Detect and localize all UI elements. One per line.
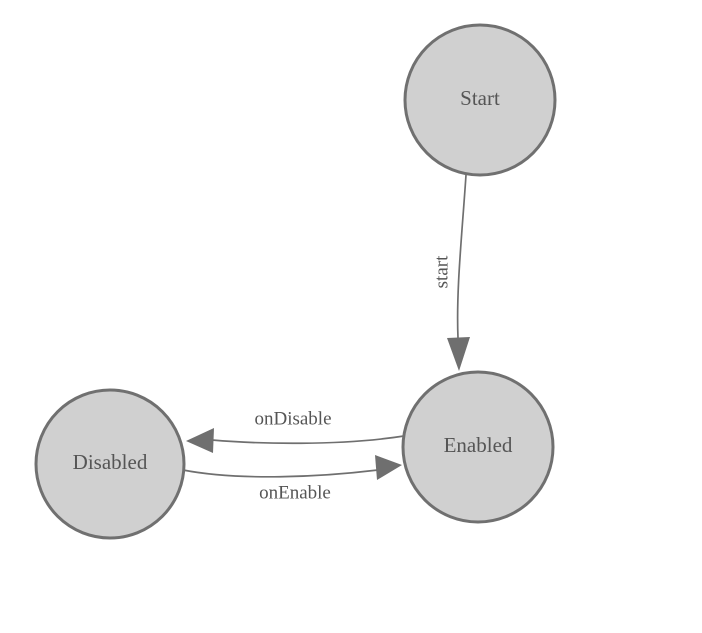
edge-start-to-enabled-line bbox=[456, 174, 467, 339]
edge-enabled-to-disabled-arrowhead-icon bbox=[186, 428, 214, 453]
edge-disabled-to-enabled-arrowhead-icon bbox=[375, 455, 402, 480]
state-node-disabled-circle bbox=[34, 388, 186, 540]
state-node-enabled[interactable]: Enabled bbox=[401, 370, 555, 524]
state-node-start-label: Start bbox=[460, 86, 500, 110]
state-node-disabled[interactable]: Disabled bbox=[34, 388, 186, 540]
state-node-enabled-circle bbox=[401, 370, 555, 524]
edge-enabled-to-disabled-label: onDisable bbox=[254, 408, 331, 429]
edge-start-to-enabled-arrowhead-icon bbox=[447, 337, 470, 371]
edge-enabled-to-disabled[interactable]: onDisable bbox=[186, 408, 405, 453]
state-node-disabled-label: Disabled bbox=[73, 450, 148, 474]
state-node-enabled-label: Enabled bbox=[444, 433, 513, 457]
edge-disabled-to-enabled[interactable]: onEnable bbox=[182, 455, 402, 503]
state-node-start[interactable]: Start bbox=[403, 23, 557, 177]
edge-disabled-to-enabled-line bbox=[182, 469, 379, 478]
edge-start-to-enabled-label: start bbox=[431, 255, 452, 288]
edge-start-to-enabled[interactable]: start bbox=[431, 174, 470, 371]
edge-disabled-to-enabled-label: onEnable bbox=[259, 482, 331, 503]
edge-enabled-to-disabled-line bbox=[211, 435, 405, 445]
state-node-start-circle bbox=[403, 23, 557, 177]
